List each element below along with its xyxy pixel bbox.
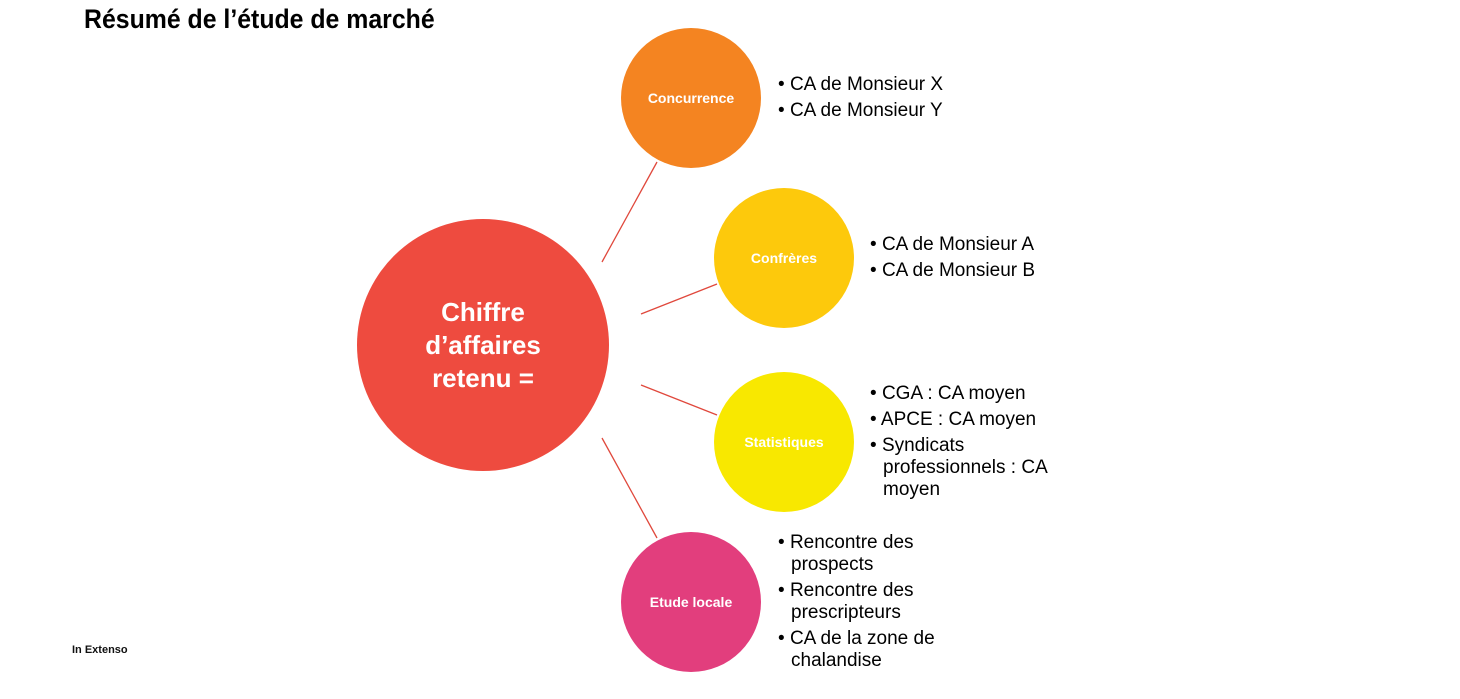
node-concurrence: Concurrence bbox=[621, 28, 761, 168]
list-item: CA de la zone de chalandise bbox=[778, 628, 968, 672]
node-statistiques: Statistiques bbox=[714, 372, 854, 512]
center-circle: Chiffre d’affaires retenu = bbox=[357, 219, 609, 471]
center-label: Chiffre d’affaires retenu = bbox=[425, 296, 541, 393]
list-concurrence: CA de Monsieur X CA de Monsieur Y bbox=[778, 74, 943, 126]
connector-etude-locale bbox=[601, 437, 658, 539]
node-label: Concurrence bbox=[647, 90, 735, 106]
list-item: Rencontre des prescripteurs bbox=[778, 580, 968, 624]
list-statistiques: CGA : CA moyen APCE : CA moyen Syndicats… bbox=[870, 383, 1080, 505]
connector-confreres bbox=[640, 283, 718, 315]
node-confreres: Confrères bbox=[714, 188, 854, 328]
list-confreres: CA de Monsieur A CA de Monsieur B bbox=[870, 234, 1035, 286]
in-extenso-logo: In Extenso bbox=[72, 644, 128, 656]
list-item: CGA : CA moyen bbox=[870, 383, 1080, 405]
list-item: Syndicats professionnels : CA moyen bbox=[870, 435, 1080, 501]
list-item: CA de Monsieur Y bbox=[778, 100, 943, 122]
list-item: CA de Monsieur X bbox=[778, 74, 943, 96]
connector-concurrence bbox=[601, 161, 658, 263]
page-title: Résumé de l’étude de marché bbox=[84, 4, 435, 34]
connector-statistiques bbox=[640, 384, 718, 416]
node-label: Etude locale bbox=[649, 594, 733, 610]
node-label: Statistiques bbox=[744, 434, 824, 450]
list-item: CA de Monsieur B bbox=[870, 260, 1035, 282]
list-etude-locale: Rencontre des prospects Rencontre des pr… bbox=[778, 532, 968, 676]
list-item: CA de Monsieur A bbox=[870, 234, 1035, 256]
list-item: APCE : CA moyen bbox=[870, 409, 1080, 431]
node-etude-locale: Etude locale bbox=[621, 532, 761, 672]
node-label: Confrères bbox=[750, 250, 818, 266]
list-item: Rencontre des prospects bbox=[778, 532, 968, 576]
